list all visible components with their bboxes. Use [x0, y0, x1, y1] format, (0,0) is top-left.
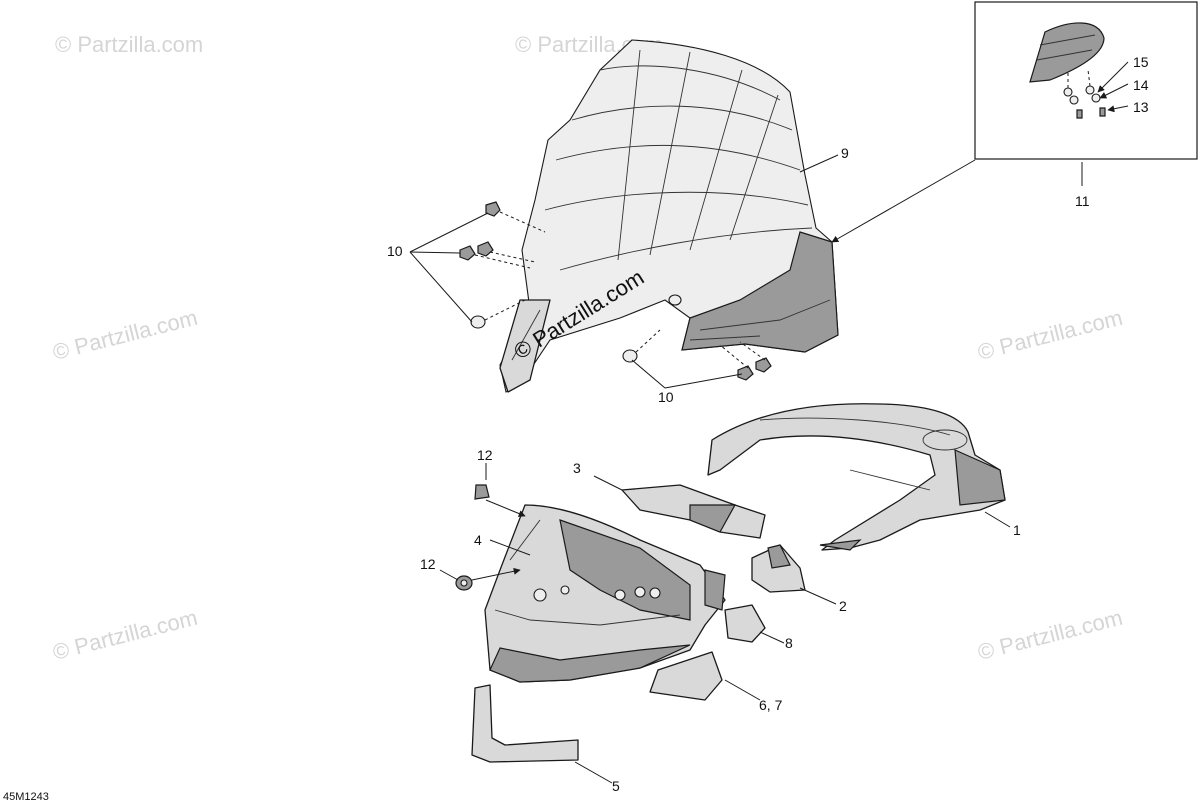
callout-8: 8 [785, 635, 793, 651]
deflector-part-3 [621, 484, 766, 539]
callout-3: 3 [573, 460, 581, 476]
filler-part-6-7 [649, 651, 723, 701]
watermark: © Partzilla.com [55, 32, 203, 57]
windshield-part [499, 39, 839, 393]
filler-part-2 [751, 544, 806, 593]
callout-2: 2 [839, 598, 847, 614]
watermark: © Partzilla.com [975, 305, 1125, 365]
callout-5: 5 [612, 778, 620, 794]
inset-mirror-detail [974, 1, 1198, 160]
grommets [455, 484, 490, 591]
callout-11: 11 [1075, 193, 1090, 209]
callout-10-lower: 10 [658, 389, 674, 405]
diagram-reference-code: 45M1243 [3, 791, 49, 803]
watermark: © Partzilla.com [50, 305, 200, 365]
callout-1: 1 [1013, 522, 1021, 538]
watermark: © Partzilla.com [50, 605, 200, 665]
callout-12-upper: 12 [477, 447, 493, 463]
callout-9: 9 [841, 145, 849, 161]
callout-13: 13 [1133, 99, 1149, 115]
callout-4: 4 [474, 532, 482, 548]
windshield-fasteners [459, 201, 772, 381]
hood-panel-part [707, 403, 1006, 551]
callout-6-7: 6, 7 [759, 697, 783, 713]
callout-10-upper: 10 [387, 243, 403, 259]
watermark: © Partzilla.com [975, 605, 1125, 665]
callout-12-lower: 12 [420, 556, 436, 572]
callout-15: 15 [1133, 54, 1149, 70]
callout-14: 14 [1133, 77, 1149, 93]
leader-lines [409, 154, 1083, 784]
callout-labels: 9 10 10 11 15 14 13 1 3 12 4 12 2 8 6, 7… [387, 54, 1149, 794]
filler-part-5 [471, 684, 579, 763]
front-nose-part [484, 504, 726, 683]
filler-part-8 [724, 604, 766, 643]
